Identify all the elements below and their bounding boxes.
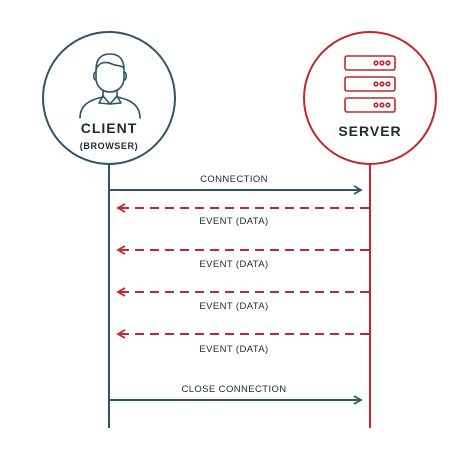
- client-node: CLIENT (BROWSER): [42, 31, 176, 165]
- message-close-connection: CLOSE CONNECTION: [110, 384, 363, 405]
- message-event-2: EVENT (DATA): [116, 245, 369, 270]
- message-label: CONNECTION: [200, 174, 268, 185]
- message-label: EVENT (DATA): [199, 344, 268, 355]
- message-event-1: EVENT (DATA): [116, 203, 369, 227]
- message-label: EVENT (DATA): [199, 301, 268, 312]
- message-event-4: EVENT (DATA): [116, 329, 369, 355]
- server-node: SERVER: [303, 31, 437, 165]
- message-connection: CONNECTION: [110, 174, 363, 195]
- client-title: CLIENT: [81, 120, 138, 136]
- client-subtitle: (BROWSER): [80, 141, 138, 151]
- message-label: CLOSE CONNECTION: [181, 384, 286, 395]
- server-title: SERVER: [338, 123, 401, 139]
- user-icon: [79, 53, 141, 119]
- message-event-3: EVENT (DATA): [116, 287, 369, 312]
- message-label: EVENT (DATA): [199, 259, 268, 270]
- server-rack-icon: [344, 55, 396, 113]
- message-label: EVENT (DATA): [199, 216, 268, 227]
